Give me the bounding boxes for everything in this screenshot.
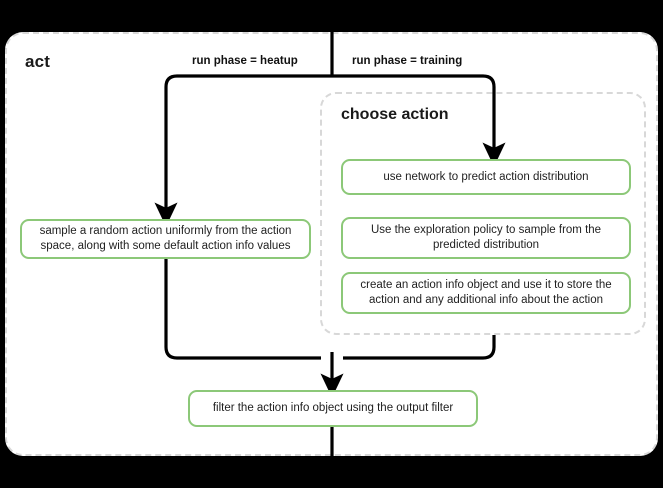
group-choose-action-title: choose action — [341, 106, 449, 123]
node-use-network-predict[interactable]: use network to predict action distributi… — [341, 159, 631, 195]
node-exploration-policy[interactable]: Use the exploration policy to sample fro… — [341, 217, 631, 259]
node-filter-output[interactable]: filter the action info object using the … — [188, 390, 478, 427]
node-create-action-info[interactable]: create an action info object and use it … — [341, 272, 631, 314]
edge-label-heatup: run phase = heatup — [192, 55, 298, 67]
edge-label-training: run phase = training — [352, 55, 463, 67]
node-sample-random-action[interactable]: sample a random action uniformly from th… — [20, 219, 311, 259]
group-act-title: act — [25, 52, 51, 71]
